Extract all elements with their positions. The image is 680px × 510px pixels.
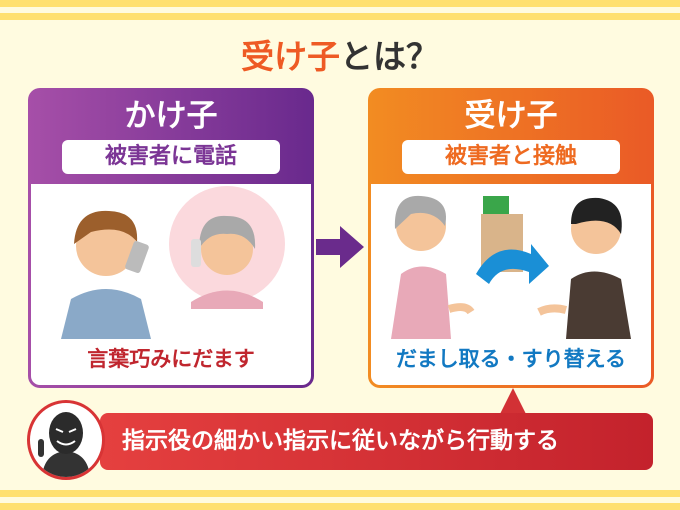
panel-name: かけ子	[124, 98, 218, 134]
banner-pointer	[499, 388, 527, 416]
panel-header: 受け子 被害者と接触	[368, 88, 654, 184]
masked-figure-icon	[38, 412, 90, 477]
kakeko-panel: かけ子 被害者に電話 言葉巧みにだます	[28, 88, 314, 388]
panel-caption: だまし取る・すり替える	[396, 347, 626, 371]
panel-body: だまし取る・すり替える	[371, 184, 651, 385]
top-stripe	[0, 13, 680, 20]
banner-text: 指示役の細かい指示に従いながら行動する	[122, 428, 559, 454]
panel-body: 言葉巧みにだます	[31, 184, 311, 385]
panel-name: 受け子	[464, 98, 558, 134]
bottom-stripe	[0, 503, 680, 510]
title-rest: とは？	[340, 37, 439, 76]
bottom-stripe	[0, 490, 680, 497]
panel-header: かけ子 被害者に電話	[28, 88, 314, 184]
panel-subtitle: 被害者に電話	[62, 140, 280, 174]
top-stripe	[0, 0, 680, 7]
ringleader-avatar	[27, 400, 105, 480]
receiver-illustration	[391, 195, 631, 339]
caller-illustration	[61, 186, 285, 339]
instruction-banner: 指示役の細かい指示に従いながら行動する	[100, 413, 653, 470]
right-arrow-icon	[316, 226, 364, 268]
panel-subtitle: 被害者と接触	[402, 140, 620, 174]
title-highlight: 受け子	[241, 37, 340, 76]
page-title: 受け子とは？	[0, 30, 680, 78]
panel-caption: 言葉巧みにだます	[87, 347, 255, 371]
ukeko-panel: 受け子 被害者と接触 だまし取る・すり替える	[368, 88, 654, 388]
